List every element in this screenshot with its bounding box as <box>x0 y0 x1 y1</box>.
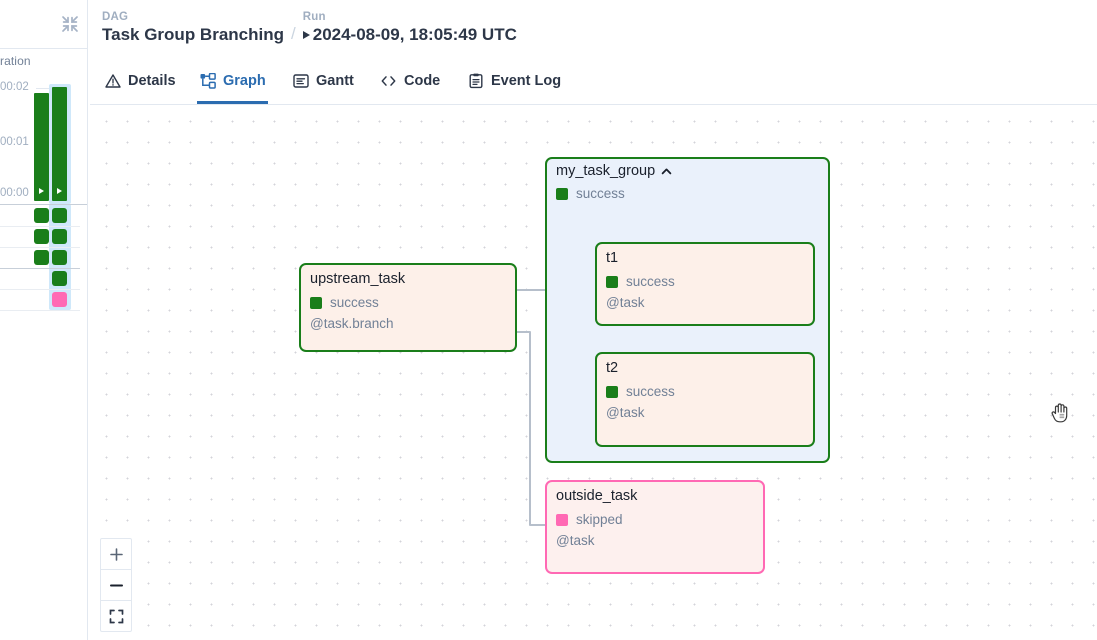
page-title: Task Group Branching <box>102 25 284 44</box>
task-group-title: my_task_group <box>556 163 673 179</box>
task-group-status: success <box>556 186 625 201</box>
run-play-icon <box>302 30 310 39</box>
task-node-outside_task-operator: @task <box>556 533 595 548</box>
grid-side-panel: ration 00:02 00:01 00:00 <box>0 0 88 640</box>
tab-graph[interactable]: Graph <box>197 58 268 104</box>
zoom-in-button[interactable] <box>101 539 131 570</box>
graph-canvas[interactable]: my_task_group success t1 success @task <box>90 105 1097 640</box>
tab-bar: Details Graph <box>90 58 1097 105</box>
task-node-t2-status: success <box>606 384 675 399</box>
task-node-t2-status-label: success <box>626 384 675 399</box>
tab-gantt-label: Gantt <box>316 73 354 89</box>
status-swatch-success <box>310 296 322 309</box>
tab-active-underline <box>197 101 268 104</box>
grid-cell-r4-c1[interactable] <box>52 292 67 307</box>
task-node-upstream_task-status-label: success <box>330 295 379 310</box>
breadcrumb-run-value-wrap: 2024-08-09, 18:05:49 UTC <box>302 24 517 46</box>
status-swatch-success <box>606 385 618 398</box>
run-timestamp: 2024-08-09, 18:05:49 UTC <box>312 25 517 44</box>
zoom-controls <box>100 538 132 632</box>
breadcrumb-run[interactable]: Run 2024-08-09, 18:05:49 UTC <box>302 10 517 46</box>
breadcrumb-dag-kind: DAG <box>102 11 129 23</box>
status-swatch-success <box>556 187 568 200</box>
graph-nodes-icon <box>199 73 216 90</box>
axis-tick-2: 00:00 <box>0 187 29 199</box>
tab-event-log-label: Event Log <box>491 73 562 89</box>
axis-tick-1: 00:01 <box>0 136 29 148</box>
tab-code-label: Code <box>404 73 441 89</box>
tab-event-log[interactable]: Event Log <box>465 58 563 104</box>
collapse-arrows-icon[interactable] <box>57 11 83 37</box>
grid-cell-r2-c0[interactable] <box>34 250 49 265</box>
task-node-t1-status-label: success <box>626 274 675 289</box>
duration-bar-2-marker <box>57 188 62 194</box>
tab-details[interactable]: Details <box>102 58 178 104</box>
grid-panel-toolbar <box>0 0 88 49</box>
panel-divider <box>87 0 88 640</box>
breadcrumb-dag[interactable]: DAG Task Group Branching <box>102 10 284 46</box>
grid-row-divider-4 <box>0 289 80 290</box>
grid-cell-r0-c0[interactable] <box>34 208 49 223</box>
zoom-out-button[interactable] <box>101 570 131 601</box>
axis-tick-0: 00:02 <box>0 81 29 93</box>
tab-graph-label: Graph <box>223 73 266 89</box>
grid-row-divider-5 <box>0 310 80 311</box>
grid-row-divider-0 <box>0 204 88 205</box>
grid-cell-r0-c1[interactable] <box>52 208 67 223</box>
breadcrumb-run-kind: Run <box>302 11 326 23</box>
status-swatch-skipped <box>556 513 568 526</box>
task-node-upstream_task-title: upstream_task <box>310 271 406 287</box>
task-node-upstream_task[interactable]: upstream_task success @task.branch <box>299 263 517 352</box>
tab-code[interactable]: Code <box>378 58 442 104</box>
grid-cell-r3-c1[interactable] <box>52 271 67 286</box>
grid-cell-r1-c0[interactable] <box>34 229 49 244</box>
grid-row-divider-3 <box>0 268 80 269</box>
clipboard-list-icon <box>467 73 484 90</box>
duration-bar-1[interactable] <box>34 93 49 201</box>
task-node-outside_task-title: outside_task <box>556 488 638 504</box>
duration-bar-2[interactable] <box>52 87 67 201</box>
task-node-t1[interactable]: t1 success @task <box>595 242 815 326</box>
grid-cell-r1-c1[interactable] <box>52 229 67 244</box>
task-node-t2-title: t2 <box>606 360 619 376</box>
duration-bar-1-marker <box>39 188 44 194</box>
tab-gantt[interactable]: Gantt <box>290 58 356 104</box>
axis-gridline-0 <box>36 88 53 89</box>
warning-triangle-icon <box>104 73 121 90</box>
code-brackets-icon <box>380 73 397 90</box>
task-node-t2[interactable]: t2 success @task <box>595 352 815 447</box>
task-node-outside_task-status: skipped <box>556 512 623 527</box>
tab-details-label: Details <box>128 73 176 89</box>
breadcrumb-separator: / <box>291 24 296 43</box>
task-node-t2-operator: @task <box>606 405 645 420</box>
task-node-upstream_task-status: success <box>310 295 379 310</box>
grid-row-divider-1 <box>0 226 80 227</box>
task-node-t1-status: success <box>606 274 675 289</box>
task-node-t1-title: t1 <box>606 250 619 266</box>
gantt-chart-icon <box>292 73 309 90</box>
fit-view-icon[interactable] <box>101 601 131 631</box>
task-group-status-label: success <box>576 186 625 201</box>
task-node-t1-operator: @task <box>606 295 645 310</box>
breadcrumb: DAG Task Group Branching / Run 2024-08-0… <box>102 10 517 46</box>
task-node-outside_task[interactable]: outside_task skipped @task <box>545 480 765 574</box>
status-swatch-success <box>606 275 618 288</box>
task-node-upstream_task-operator: @task.branch <box>310 316 394 331</box>
grid-row-divider-2 <box>0 247 80 248</box>
grid-cell-r2-c1[interactable] <box>52 250 67 265</box>
main-content: DAG Task Group Branching / Run 2024-08-0… <box>90 0 1097 640</box>
task-node-outside_task-status-label: skipped <box>576 512 623 527</box>
page-header: DAG Task Group Branching / Run 2024-08-0… <box>90 0 1097 58</box>
chevron-up-icon[interactable] <box>660 165 673 178</box>
duration-axis-title: ration <box>0 54 31 68</box>
task-group-title-label: my_task_group <box>556 163 656 179</box>
